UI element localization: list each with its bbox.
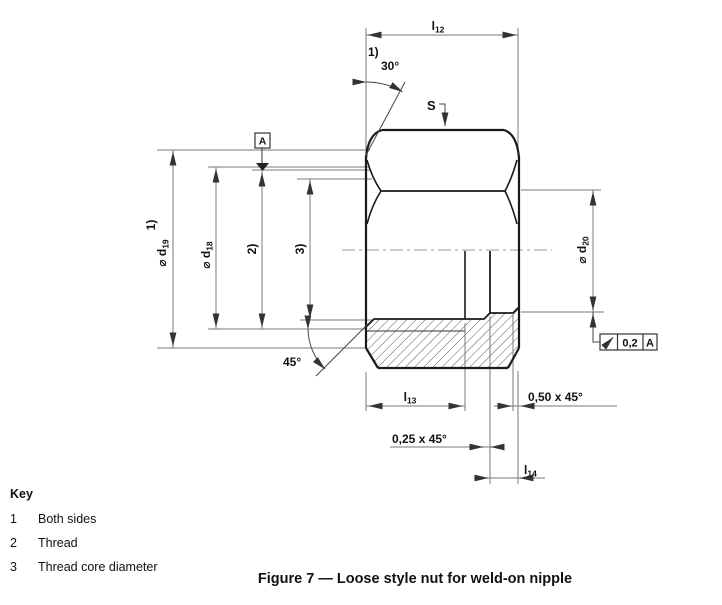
key-item-number: 3 (10, 559, 17, 574)
angle-45-label: 45° (283, 355, 301, 369)
dim-l13-label: l13 (404, 390, 417, 406)
chamfer-025-label: 0,25 x 45° (392, 432, 447, 446)
key-item-label: Thread core diameter (38, 559, 158, 574)
dim-d18-label: ⌀ d18 (199, 241, 215, 269)
s-label: S (427, 98, 436, 113)
tolerance-value: 0,2 (622, 338, 637, 350)
note-1-top-label: 1) (368, 45, 379, 59)
dim-l14-label: l14 (524, 463, 537, 479)
tolerance-datum: A (646, 338, 654, 350)
key-item: 1 Both sides (10, 510, 158, 528)
dim-l12-label: l12 (432, 19, 445, 35)
note-2-label: 2) (245, 244, 259, 255)
hex-facet-edges (366, 159, 518, 225)
chamfer-050-label: 0,50 x 45° (528, 390, 583, 404)
dim-d20-label: ⌀ d20 (575, 236, 591, 264)
key-block: Key 1 Both sides 2 Thread 3 Thread core … (10, 485, 158, 576)
key-item-number: 1 (10, 511, 17, 526)
datum-a-letter: A (259, 136, 267, 148)
extension-lines (157, 28, 617, 484)
dim-d19-label: ⌀ d19 (155, 239, 171, 267)
note-1-left-label: 1) (144, 220, 158, 231)
section-bore-lines (365, 251, 520, 332)
section-hatch (366, 307, 519, 368)
key-item-label: Thread (38, 535, 78, 550)
tolerance-frame: 0,2 A (589, 312, 658, 351)
angle-30-label: 30° (381, 59, 399, 73)
key-title: Key (10, 486, 33, 501)
key-item-label: Both sides (38, 511, 97, 526)
key-item: 3 Thread core diameter (10, 558, 158, 576)
key-item-number: 2 (10, 535, 17, 550)
angle-45-annotation: 45° (283, 315, 371, 377)
datum-a: A (254, 132, 271, 171)
angle-30-annotation: 1) 30° (352, 45, 406, 156)
dimension-arrows (169, 31, 597, 482)
key-item: 2 Thread (10, 534, 158, 552)
note-3-label: 3) (293, 244, 307, 255)
circular-runout-icon (601, 337, 614, 350)
dimension-labels: l12 l13 l14 ⌀ d19 1) ⌀ d18 2) 3) ⌀ d20 0… (144, 19, 591, 479)
figure-caption: Figure 7 — Loose style nut for weld-on n… (257, 571, 573, 587)
s-label-group: S (427, 98, 449, 127)
datum-triangle (256, 163, 269, 171)
